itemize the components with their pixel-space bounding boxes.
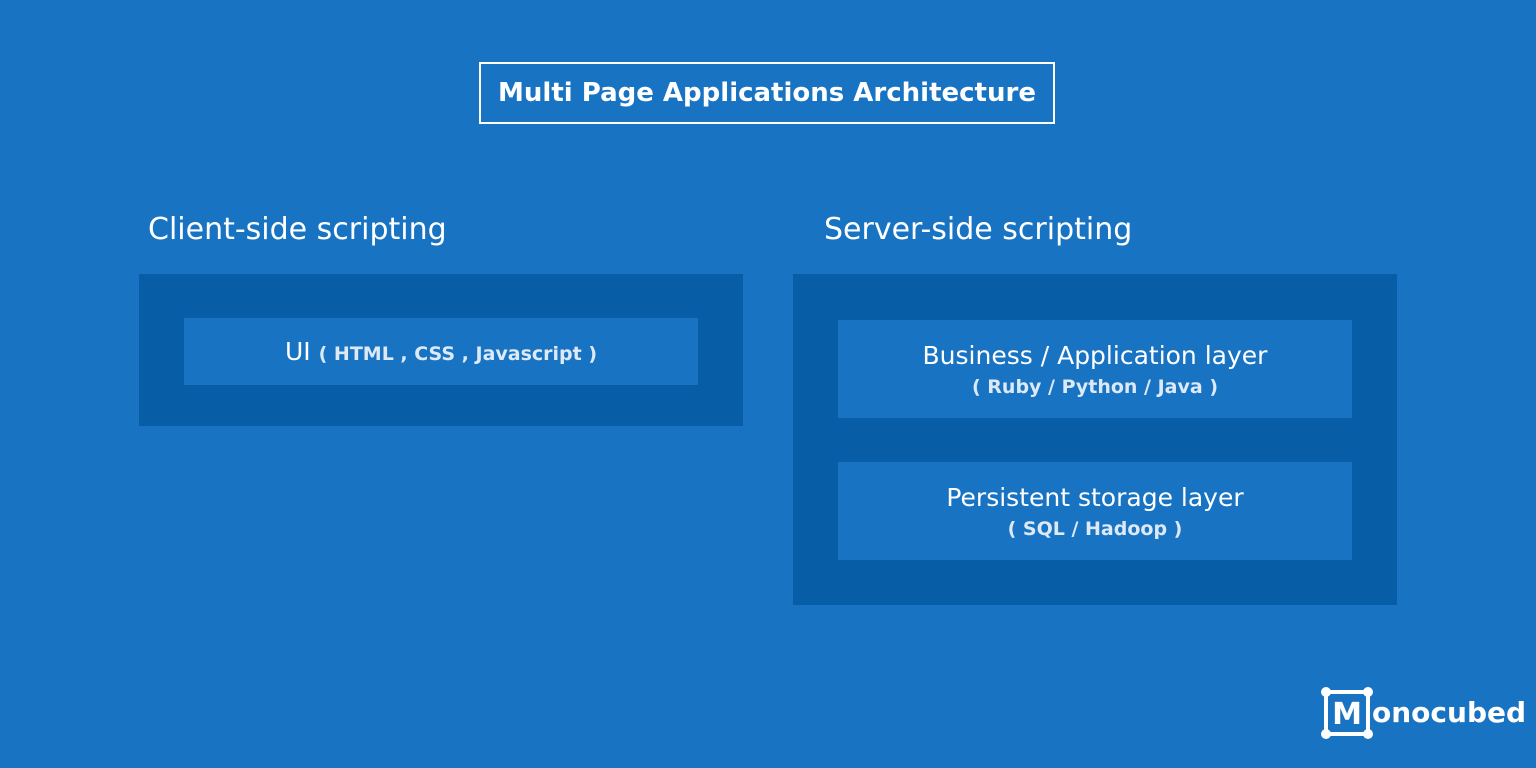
monocubed-logo: M onocubed xyxy=(1321,687,1527,739)
business-layer: Business / Application layer ( Ruby / Py… xyxy=(838,320,1352,418)
server-side-heading: Server-side scripting xyxy=(824,212,1133,247)
ui-layer-title: UI xyxy=(284,337,311,366)
ui-layer-technologies: ( HTML , CSS , Javascript ) xyxy=(318,343,598,365)
diagram-title: Multi Page Applications Architecture xyxy=(479,62,1055,124)
logo-text: onocubed xyxy=(1372,695,1527,729)
storage-layer: Persistent storage layer ( SQL / Hadoop … xyxy=(838,462,1352,560)
logo-cube-icon: M xyxy=(1321,687,1373,739)
ui-layer: UI ( HTML , CSS , Javascript ) xyxy=(184,318,698,385)
client-side-heading: Client-side scripting xyxy=(148,212,447,247)
svg-text:M: M xyxy=(1332,697,1362,732)
business-layer-technologies: ( Ruby / Python / Java ) xyxy=(971,375,1219,398)
storage-layer-title: Persistent storage layer xyxy=(946,482,1244,512)
business-layer-title: Business / Application layer xyxy=(922,340,1268,370)
server-side-panel: Business / Application layer ( Ruby / Py… xyxy=(793,274,1397,605)
storage-layer-technologies: ( SQL / Hadoop ) xyxy=(1007,517,1183,540)
client-side-panel: UI ( HTML , CSS , Javascript ) xyxy=(139,274,743,426)
